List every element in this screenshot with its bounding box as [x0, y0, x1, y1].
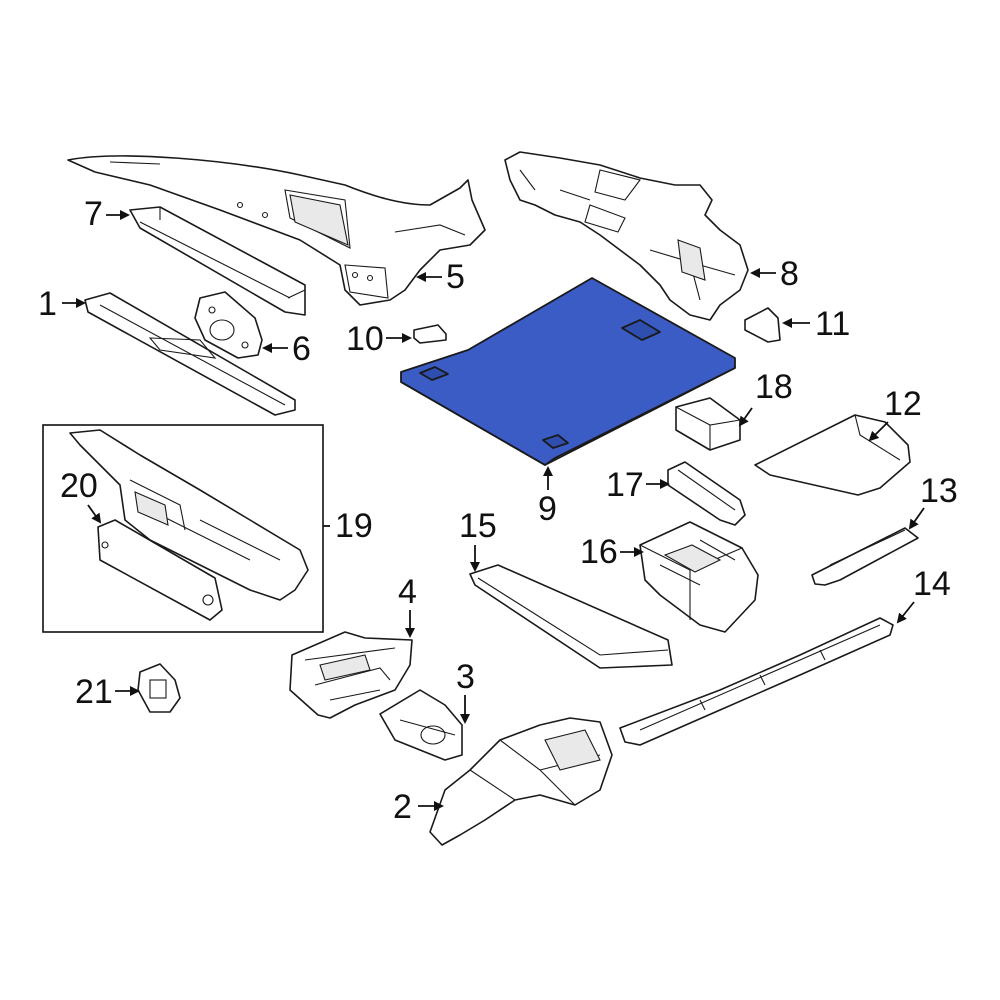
- callout-label: 9: [538, 490, 557, 528]
- callout-label: 14: [913, 565, 951, 603]
- callout-7: 7: [84, 195, 130, 233]
- callout-label: 1: [38, 285, 57, 323]
- inset-frame: [42, 424, 324, 633]
- callout-label: 2: [393, 788, 412, 826]
- callout-8: 8: [750, 255, 799, 293]
- callout-label: 18: [755, 368, 793, 406]
- callout-label: 15: [459, 507, 497, 545]
- callout-label: 11: [815, 305, 850, 343]
- callout-label: 8: [780, 255, 799, 293]
- callout-4: 4: [398, 573, 417, 638]
- callout-label: 20: [60, 467, 98, 505]
- callout-label: 12: [884, 385, 922, 423]
- callout-2: 2: [393, 788, 444, 826]
- callout-13: 13: [908, 472, 958, 530]
- callout-9: 9: [538, 466, 557, 528]
- part-2-housing[interactable]: [429, 717, 613, 846]
- part-11-block[interactable]: [744, 307, 781, 343]
- part-10-clip[interactable]: [413, 324, 447, 344]
- callout-5: 5: [416, 258, 465, 296]
- part-16-storage-bin[interactable]: [639, 521, 759, 633]
- part-18-box[interactable]: [675, 397, 741, 451]
- callout-11: 11: [782, 305, 850, 343]
- callout-6: 6: [262, 330, 311, 368]
- callout-20: 20: [60, 467, 102, 524]
- part-1-floor-rail[interactable]: [84, 292, 296, 416]
- callout-3: 3: [456, 658, 475, 724]
- callout-label: 16: [580, 533, 618, 571]
- part-21-fitting[interactable]: [137, 663, 181, 713]
- callout-label: 3: [456, 658, 475, 696]
- callout-label: 6: [292, 330, 311, 368]
- callout-label: 17: [606, 466, 644, 504]
- part-5-side-panel[interactable]: [67, 155, 486, 306]
- callout-12: 12: [868, 385, 922, 442]
- callout-label: 5: [446, 258, 465, 296]
- part-9-floor-panel[interactable]: [400, 277, 736, 466]
- callout-10: 10: [346, 320, 412, 358]
- callout-16: 16: [580, 533, 644, 571]
- part-6-bracket[interactable]: [194, 291, 263, 359]
- part-4-bracket-assembly[interactable]: [289, 631, 413, 719]
- part-7-crossmember[interactable]: [129, 206, 306, 316]
- callout-17: 17: [606, 466, 670, 504]
- callout-15: 15: [459, 507, 497, 572]
- callout-label: 19: [335, 507, 373, 545]
- callout-1: 1: [38, 285, 86, 323]
- callout-label: 13: [920, 472, 958, 510]
- part-15-floor-strip[interactable]: [469, 564, 673, 669]
- part-20-plate[interactable]: [97, 519, 223, 621]
- callout-label: 21: [75, 673, 113, 711]
- part-3-mount[interactable]: [379, 689, 463, 761]
- part-12-trim-panel[interactable]: [754, 414, 911, 496]
- callout-label: 4: [398, 573, 417, 611]
- part-13-bracket-strip[interactable]: [811, 527, 919, 586]
- part-19-panel[interactable]: [69, 429, 309, 601]
- part-14-rail[interactable]: [619, 617, 894, 746]
- callout-18: 18: [738, 368, 793, 427]
- callout-14: 14: [896, 565, 951, 624]
- callout-label: 10: [346, 320, 384, 358]
- part-8-rear-panel[interactable]: [504, 151, 749, 321]
- callout-19: 19: [323, 507, 373, 545]
- part-17-handle[interactable]: [667, 461, 746, 526]
- callout-21: 21: [75, 673, 140, 711]
- callout-label: 7: [84, 195, 103, 233]
